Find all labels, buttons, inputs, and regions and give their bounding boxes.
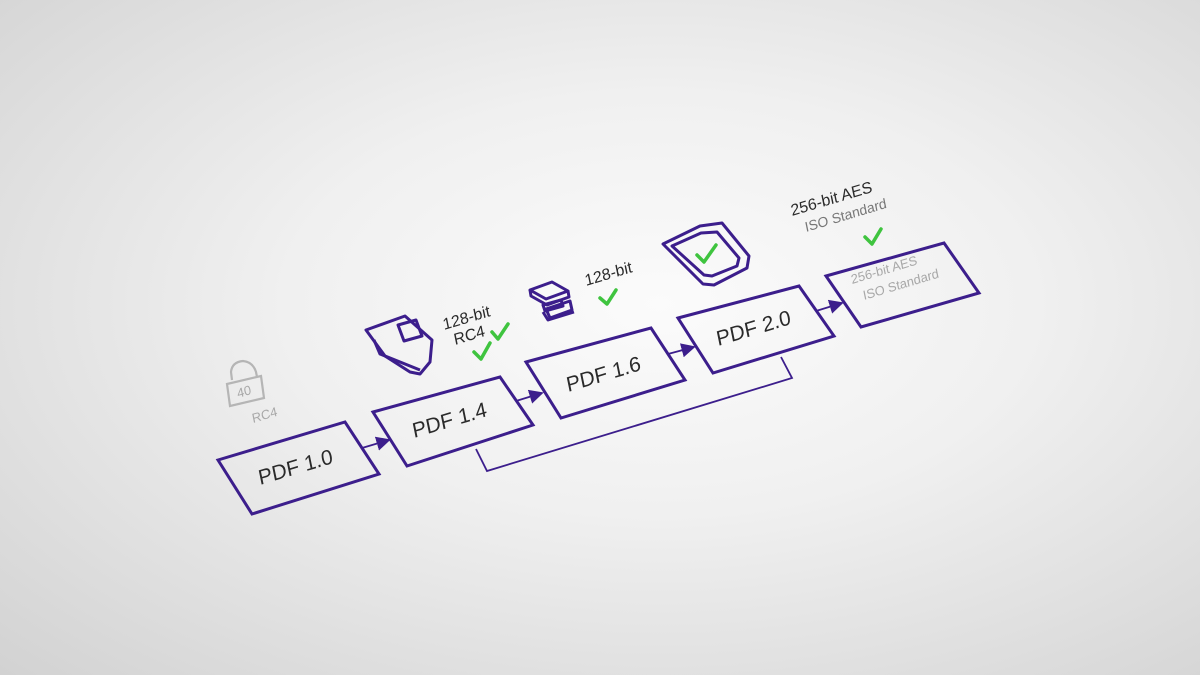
node-pdf-1-4 [370,375,536,468]
node-label: PDF 1.0 [256,445,334,490]
check-icon [490,322,510,341]
annotation-line1: 128-bit [583,259,634,290]
arrow-1-6-to-2-0 [667,343,696,358]
arrow-1-4-to-1-6 [515,389,544,404]
node-pdf-1-0 [215,420,382,516]
shield-check-icon [661,221,751,287]
bypass-connector [475,356,794,473]
padlock-number: 40 [236,382,253,401]
arrow-1-0-to-1-4 [361,436,391,451]
arrow-2-0-to-256 [815,299,844,314]
check-icon [695,243,718,264]
node-label: PDF 2.0 [714,306,792,351]
padlock-icon [225,359,266,408]
check-icon [472,341,492,361]
shield-icon [364,314,434,376]
node-pdf-2-0 [675,284,837,375]
node-256-aes [823,241,982,329]
node-pdf-1-6 [523,326,688,420]
check-icon [598,288,618,306]
check-icon [863,227,883,246]
node-label: PDF 1.6 [564,352,642,397]
lock-caption: RC4 [251,404,279,426]
stacked-blocks-icon [528,280,575,322]
node-label: PDF 1.4 [410,398,489,443]
